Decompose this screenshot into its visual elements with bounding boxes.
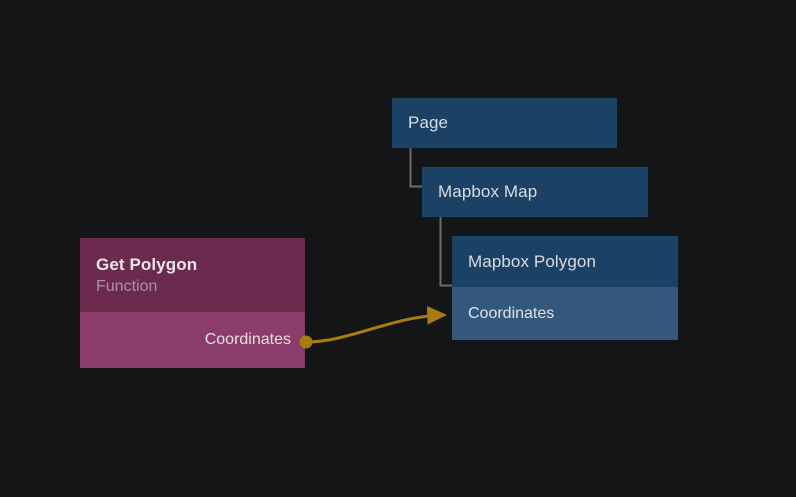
node-mapbox-polygon-title: Mapbox Polygon — [468, 251, 597, 271]
port-label-coordinates-out: Coordinates — [204, 331, 291, 348]
port-label-coordinates-in: Coordinates — [468, 304, 555, 322]
hierarchy-connector-page-to-map — [409, 148, 422, 188]
node-get-polygon-subtitle: Function — [96, 277, 158, 295]
node-page-header[interactable]: Page — [392, 98, 617, 148]
node-mapbox-polygon-header[interactable]: Mapbox Polygon — [452, 236, 678, 287]
node-mapbox-polygon-port-coordinates[interactable]: Coordinates — [452, 287, 678, 340]
node-get-polygon-header[interactable]: Get Polygon Function — [80, 238, 305, 312]
node-mapbox-map[interactable]: Mapbox Map — [422, 167, 648, 217]
node-mapbox-map-title: Mapbox Map — [438, 182, 538, 201]
node-get-polygon[interactable]: Get Polygon Function Coordinates — [80, 238, 305, 368]
node-get-polygon-title: Get Polygon — [96, 254, 198, 274]
hierarchy-connector-map-to-polygon — [439, 217, 452, 287]
connection-coordinates-to-coordinates[interactable] — [304, 306, 447, 344]
connection-source-handle[interactable] — [299, 335, 313, 349]
node-mapbox-polygon[interactable]: Mapbox Polygon Coordinates — [452, 236, 678, 340]
node-mapbox-map-header[interactable]: Mapbox Map — [422, 167, 648, 217]
node-page[interactable]: Page — [392, 98, 617, 148]
node-get-polygon-port-coordinates[interactable]: Coordinates — [80, 312, 305, 368]
node-page-title: Page — [408, 113, 449, 132]
